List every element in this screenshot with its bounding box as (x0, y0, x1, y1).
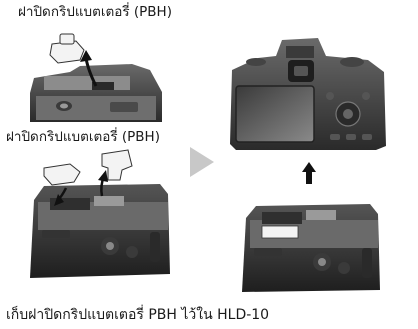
battery-grip-left (30, 184, 170, 278)
attach-arrow-up-icon (302, 162, 316, 184)
arrow-cover-down-icon (54, 187, 68, 206)
arrow-cap-up-icon (98, 170, 108, 197)
battery-grip-right (242, 204, 380, 292)
arrow-remove-cover-icon (80, 50, 98, 87)
camera-rear-view (230, 38, 386, 150)
battery-grip-cover-pbh-top (49, 33, 85, 64)
terminal-cap-piece (101, 149, 133, 181)
caption-battery-cover-grip: ฝาปิดกริปแบตเตอรี่ (PBH) (6, 129, 160, 145)
caption-battery-cover-top: ฝาปิดกริปแบตเตอรี่ (PBH) (18, 4, 172, 20)
caption-store-cover-in-grip: เก็บฝาปิดกริปแบตเตอรี่ PBH ไว้ใน HLD-10 (6, 307, 270, 323)
step-arrow-icon (190, 147, 214, 177)
camera-bottom-view (30, 64, 162, 122)
battery-grip-cover-pbh-middle (43, 163, 81, 186)
